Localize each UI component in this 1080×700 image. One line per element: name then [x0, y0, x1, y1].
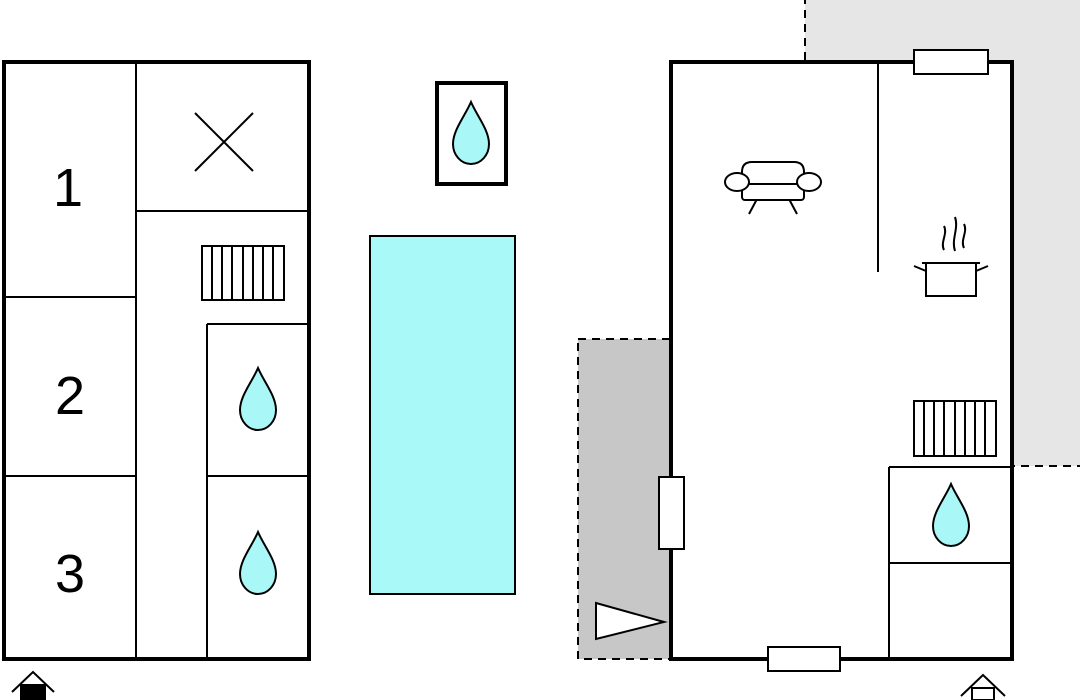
- left-building: 1 2 3: [2, 60, 311, 700]
- terrace-left: [577, 338, 671, 660]
- cooking-pot-icon: [913, 216, 989, 297]
- window-left: [658, 476, 685, 550]
- pool: [369, 235, 516, 595]
- door-wedge-icon: [595, 601, 668, 641]
- radiator-icon: [201, 245, 285, 301]
- right-building-outline: [669, 60, 1014, 661]
- entrance-icon: [960, 673, 1006, 700]
- outdoor-area: [369, 81, 516, 595]
- cross-icon: [194, 112, 254, 172]
- right-building: [595, 49, 1014, 700]
- sofa-icon: [724, 161, 822, 215]
- bedroom-2-number: 2: [55, 366, 85, 426]
- bedroom-1-number: 1: [53, 158, 83, 218]
- radiator-icon: [913, 400, 997, 457]
- window-top: [913, 49, 989, 75]
- window-bottom: [767, 646, 841, 672]
- bedroom-3-number: 3: [55, 544, 85, 604]
- entrance-icon: [11, 670, 55, 700]
